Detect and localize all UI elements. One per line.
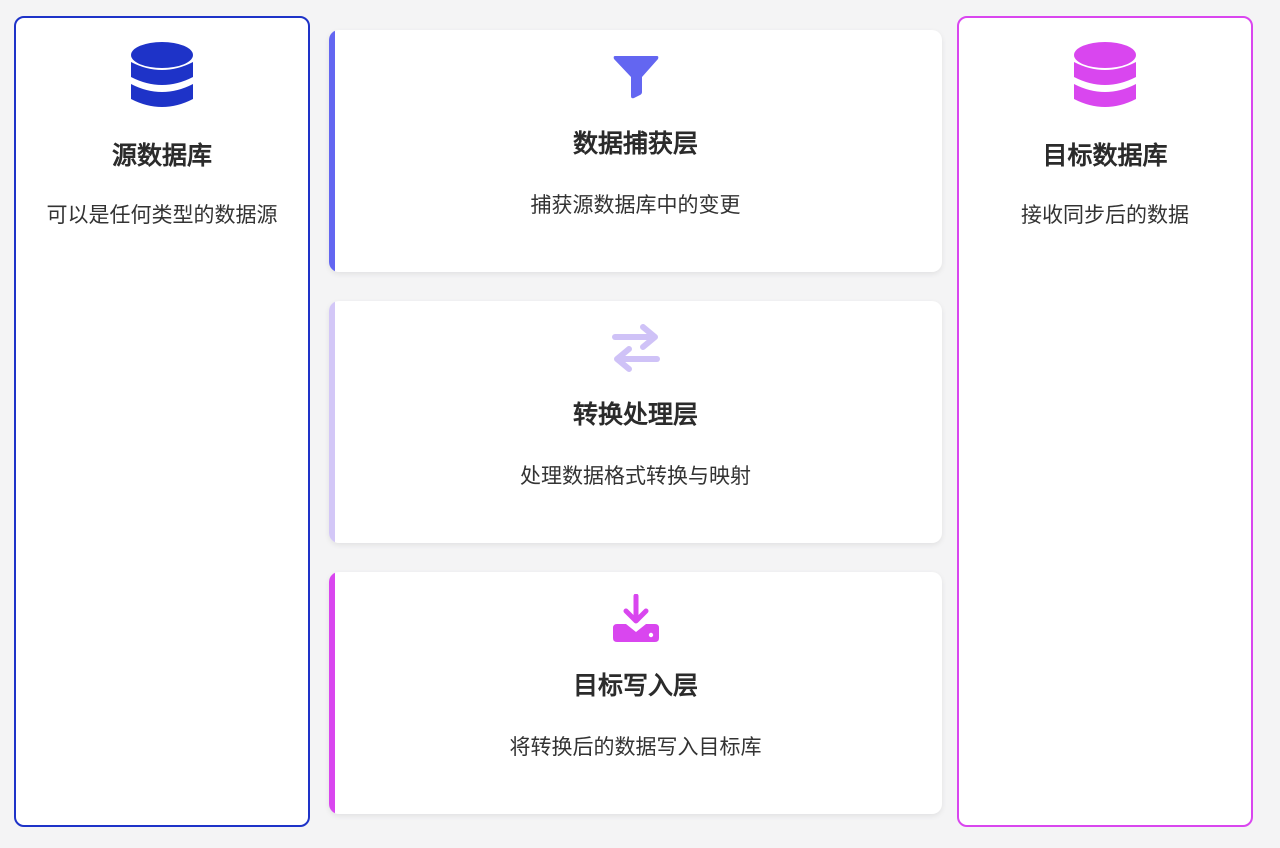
transform-layer-card: 转换处理层 处理数据格式转换与映射 [329,301,942,543]
transform-layer-accent [329,301,335,543]
source-database-description: 可以是任何类型的数据源 [46,203,278,227]
capture-layer-description: 捕获源数据库中的变更 [530,193,741,217]
database-icon [1074,42,1136,107]
write-layer-title: 目标写入层 [572,671,698,700]
target-database-description: 接收同步后的数据 [1021,203,1189,227]
source-database-card: 源数据库 可以是任何类型的数据源 [14,16,310,827]
capture-layer-card: 数据捕获层 捕获源数据库中的变更 [329,30,942,272]
write-layer-accent [329,572,335,814]
capture-layer-accent [329,30,335,272]
download-icon [612,594,659,642]
filter-icon [613,56,658,99]
exchange-arrows-icon [611,324,660,372]
transform-layer-description: 处理数据格式转换与映射 [520,464,751,488]
database-icon [131,42,193,107]
source-database-title: 源数据库 [111,141,212,170]
capture-layer-title: 数据捕获层 [572,129,698,158]
write-layer-description: 将转换后的数据写入目标库 [509,735,762,759]
target-database-card: 目标数据库 接收同步后的数据 [957,16,1253,827]
transform-layer-title: 转换处理层 [572,400,698,429]
target-database-title: 目标数据库 [1042,141,1168,170]
write-layer-card: 目标写入层 将转换后的数据写入目标库 [329,572,942,814]
